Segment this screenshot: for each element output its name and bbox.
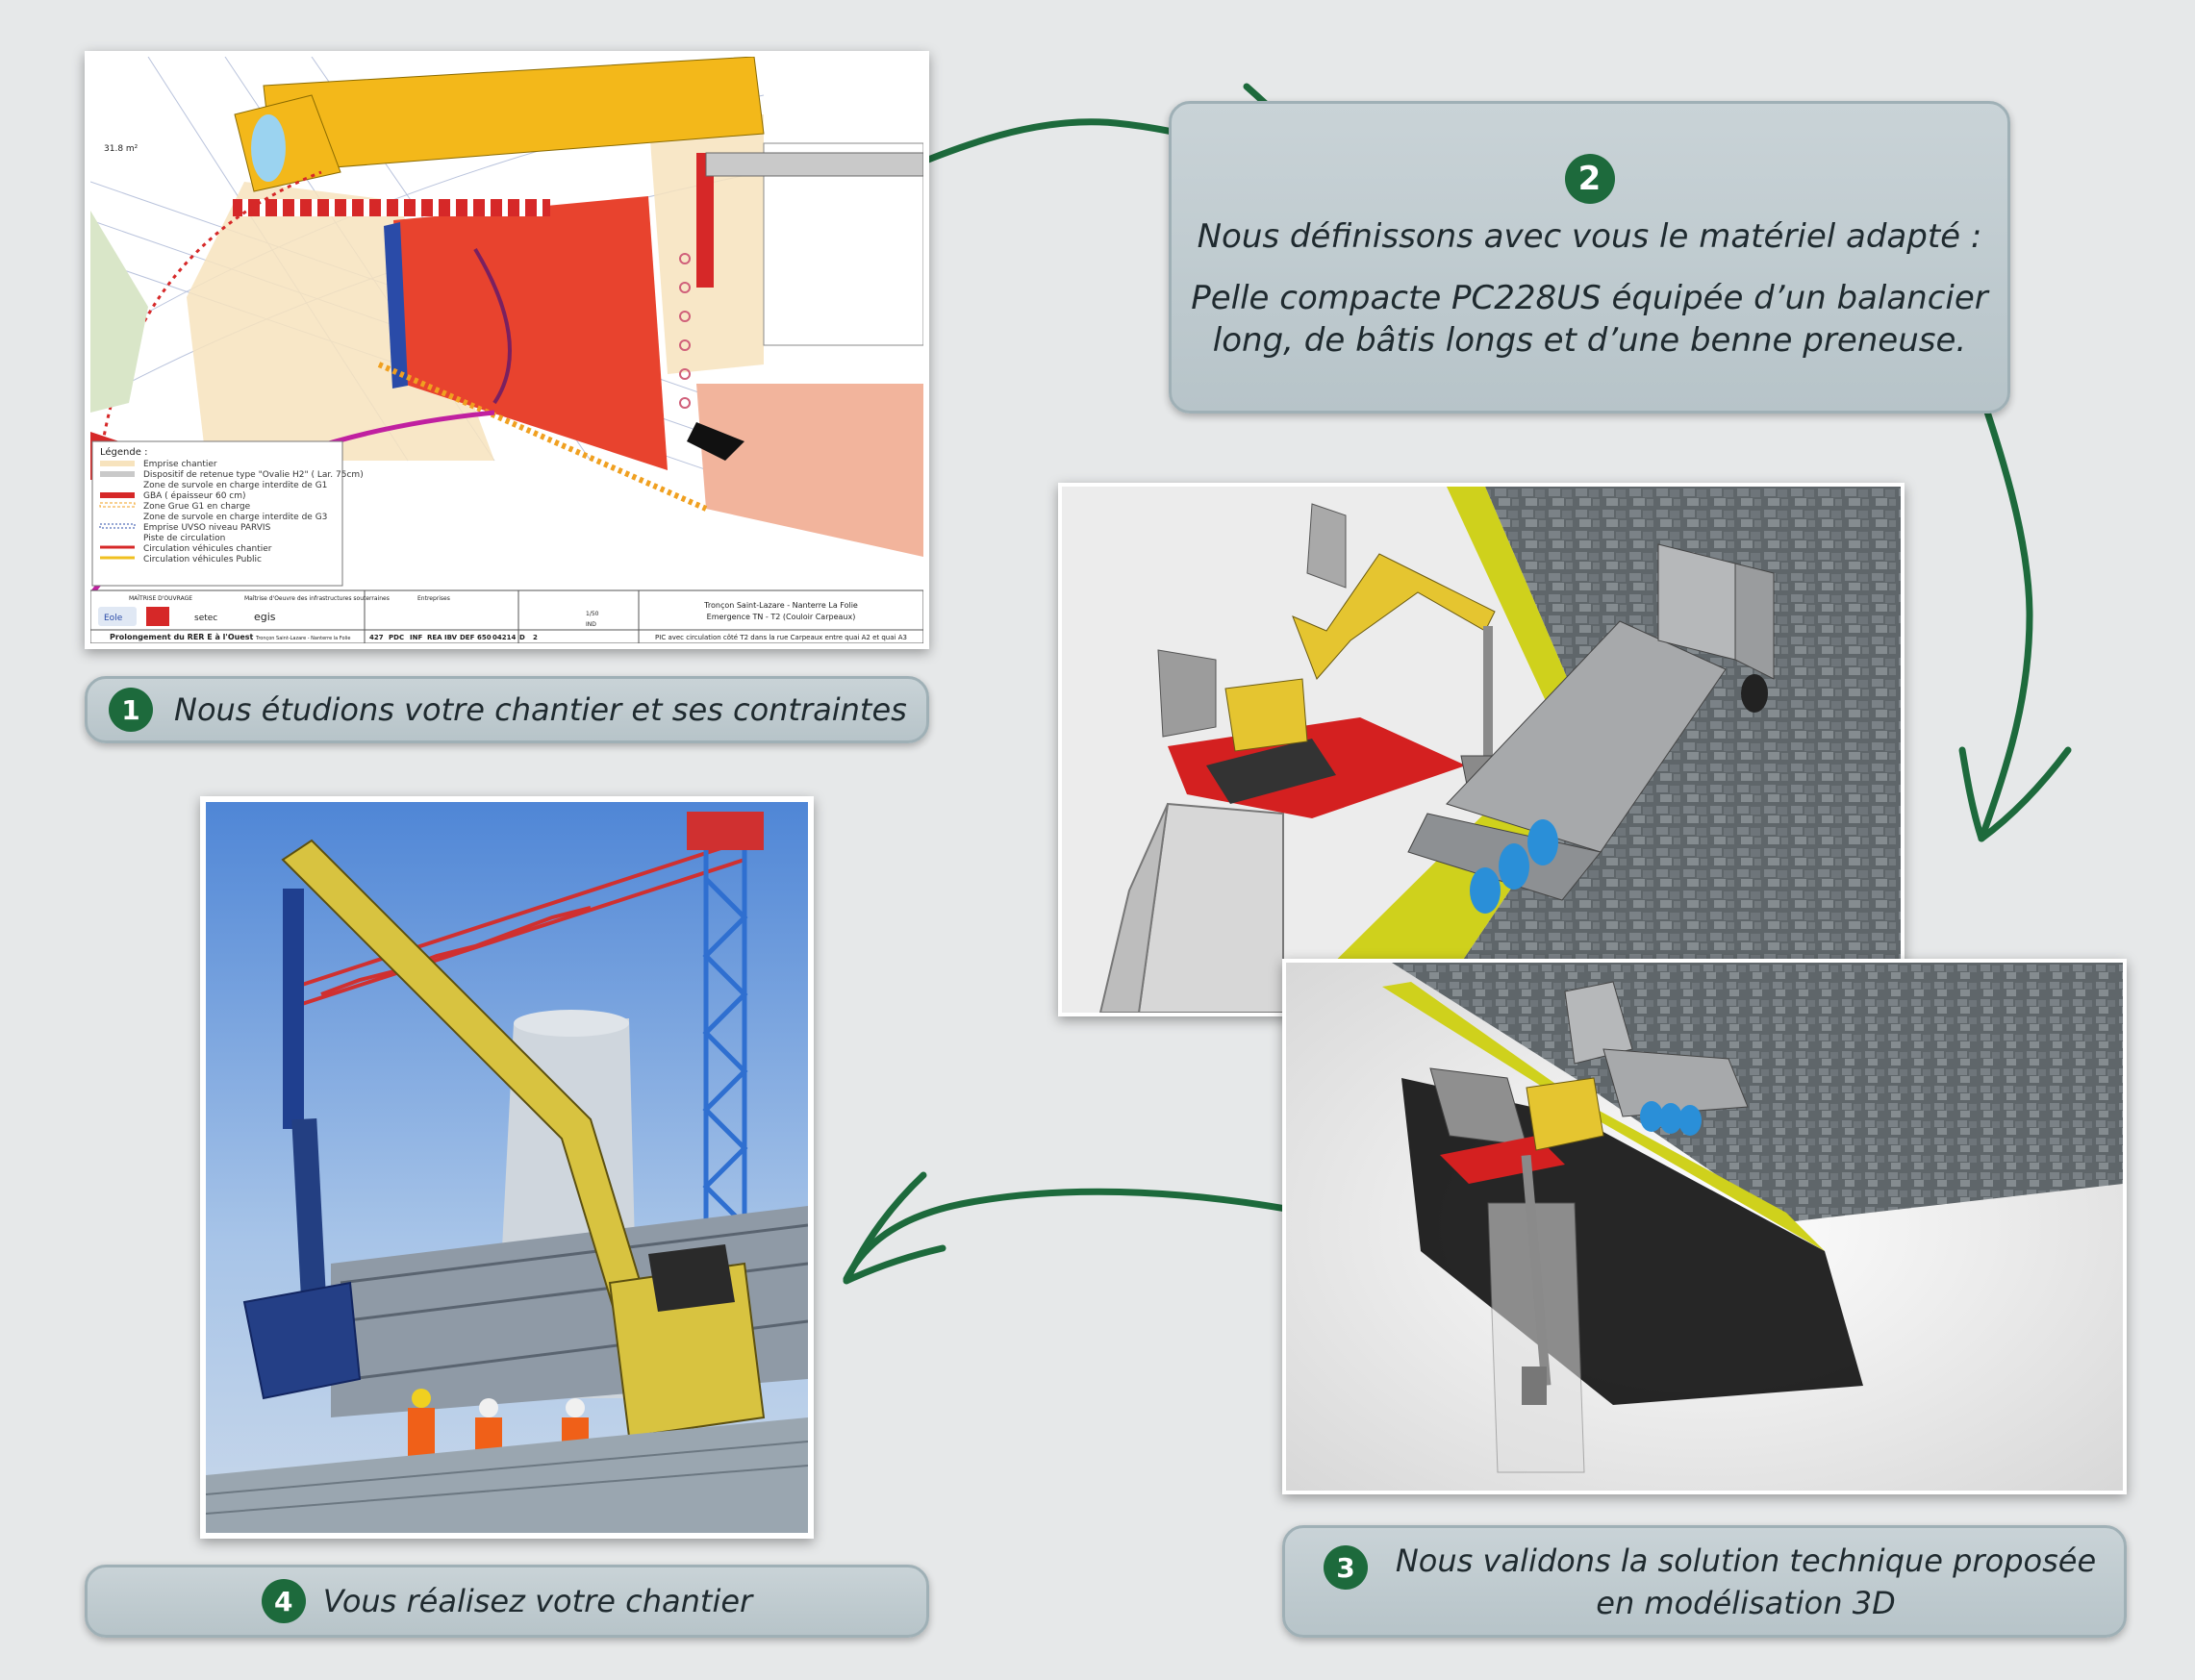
step-1-caption: 1 Nous étudions votre chantier et ses co… xyxy=(85,676,929,743)
svg-text:Zone Grue G1 en charge: Zone Grue G1 en charge xyxy=(143,502,251,512)
step-2-line3: long, de bâtis longs et d’une benne pren… xyxy=(1212,320,1967,360)
svg-text:Emprise chantier: Emprise chantier xyxy=(143,460,217,469)
step-3-line1: Nous validons la solution technique prop… xyxy=(1395,1542,2097,1579)
svg-text:egis: egis xyxy=(254,611,276,623)
svg-text:Zone de survole en charge inte: Zone de survole en charge interdite de G… xyxy=(143,513,327,522)
svg-text:Zone de survole en charge inte: Zone de survole en charge interdite de G… xyxy=(143,481,327,490)
long-reach-excavator-icon xyxy=(242,839,766,1439)
svg-text:INF: INF xyxy=(410,634,422,641)
svg-text:Piste de circulation: Piste de circulation xyxy=(143,534,225,543)
step-3-badge: 3 xyxy=(1324,1545,1368,1590)
svg-text:Circulation véhicules chantier: Circulation véhicules chantier xyxy=(143,543,272,554)
arrowhead-2-to-3 xyxy=(1958,746,2072,842)
step-2-badge: 2 xyxy=(1564,153,1615,204)
svg-text:GBA ( épaisseur 60 cm): GBA ( épaisseur 60 cm) xyxy=(143,490,246,501)
svg-text:Circulation véhicules Public: Circulation véhicules Public xyxy=(143,554,262,564)
svg-text:Entreprises: Entreprises xyxy=(417,595,450,602)
svg-text:setec: setec xyxy=(194,614,217,623)
svg-text:1/50: 1/50 xyxy=(586,611,599,617)
svg-text:PDC: PDC xyxy=(389,634,404,641)
arrow-3-to-4 xyxy=(843,1188,1317,1283)
arrow-2-to-3 xyxy=(1973,376,2033,842)
dump-truck-3d-icon xyxy=(1407,543,1775,914)
svg-text:IND: IND xyxy=(586,621,596,628)
arrowhead-3-to-4 xyxy=(843,1171,946,1285)
svg-text:Emprise UVSO niveau PARVIS: Emprise UVSO niveau PARVIS xyxy=(143,523,271,533)
step-2-line1: Nous définissons avec vous le matériel a… xyxy=(1197,216,1982,256)
svg-text:2: 2 xyxy=(533,634,538,641)
model-3d-view-2 xyxy=(1282,959,2127,1494)
worksite-photo xyxy=(200,796,814,1539)
svg-text:D: D xyxy=(519,634,525,641)
step-3-text: Nous validons la solution technique prop… xyxy=(1368,1540,2124,1624)
svg-text:04214: 04214 xyxy=(492,634,516,641)
svg-text:IBV: IBV xyxy=(444,634,458,641)
model-3d-view-1 xyxy=(1058,483,1905,1016)
svg-text:Tronçon Saint-Lazare - Nanterr: Tronçon Saint-Lazare - Nanterre La Folie xyxy=(703,601,858,610)
svg-text:650: 650 xyxy=(477,634,492,641)
svg-text:Dispositif de retenue type "Ov: Dispositif de retenue type "Ovalie H2" (… xyxy=(143,470,364,480)
crane-icon xyxy=(301,839,745,1006)
step-2-caption: 2 Nous définissons avec vous le matériel… xyxy=(1169,101,2010,414)
dump-truck-3d-icon-2 xyxy=(1564,981,1749,1136)
step-2-line2: Pelle compacte PC228US équipée d’un bala… xyxy=(1191,278,1988,317)
step-4-caption: 4 Vous réalisez votre chantier xyxy=(85,1565,929,1638)
truck-plan-icon xyxy=(234,57,765,192)
step-3-line2: en modélisation 3D xyxy=(1596,1584,1896,1621)
svg-text:Tronçon Saint-Lazare - Nante: Tronçon Saint-Lazare - Nanterre la Folie xyxy=(255,636,350,641)
svg-text:REA: REA xyxy=(427,634,442,641)
step-4-badge: 4 xyxy=(261,1579,306,1623)
yellow-road-edge-2 xyxy=(1382,982,1825,1251)
svg-text:427: 427 xyxy=(369,634,384,641)
step-4-text: Vous réalisez votre chantier xyxy=(322,1583,753,1619)
plan-title-block: MAÎTRISE D'OUVRAGE Maîtrise d'Oeuvre des… xyxy=(90,589,923,643)
step-3-caption: 3 Nous validons la solution technique pr… xyxy=(1282,1525,2127,1638)
red-zone xyxy=(393,196,668,470)
step-1-text: Nous étudions votre chantier et ses cont… xyxy=(174,691,907,728)
site-plan-image: 31.8 m² Légende : Emprise chantier Dispo… xyxy=(85,51,929,649)
svg-text:Prolongement du RER E à l'Oues: Prolongement du RER E à l'Ouest xyxy=(110,633,254,641)
svg-text:PIC avec circulation côté T2 d: PIC avec circulation côté T2 dans la rue… xyxy=(655,634,907,641)
svg-text:Légende :: Légende : xyxy=(100,446,147,458)
svg-text:MAÎTRISE D'OUVRAGE: MAÎTRISE D'OUVRAGE xyxy=(129,595,192,602)
yellow-road-edge xyxy=(1283,487,1601,1013)
step-1-badge: 1 xyxy=(109,688,153,732)
svg-text:31.8 m²: 31.8 m² xyxy=(104,144,139,154)
excavator-3d-icon-2 xyxy=(1521,1077,1604,1405)
svg-text:Eole: Eole xyxy=(104,614,123,623)
svg-text:Emergence TN - T2 (Couloir Car: Emergence TN - T2 (Couloir Carpeaux) xyxy=(707,613,856,621)
svg-text:DEF: DEF xyxy=(460,634,475,641)
svg-text:Maîtrise d'Oeuvre des infrastr: Maîtrise d'Oeuvre des infrastructures so… xyxy=(244,595,390,602)
